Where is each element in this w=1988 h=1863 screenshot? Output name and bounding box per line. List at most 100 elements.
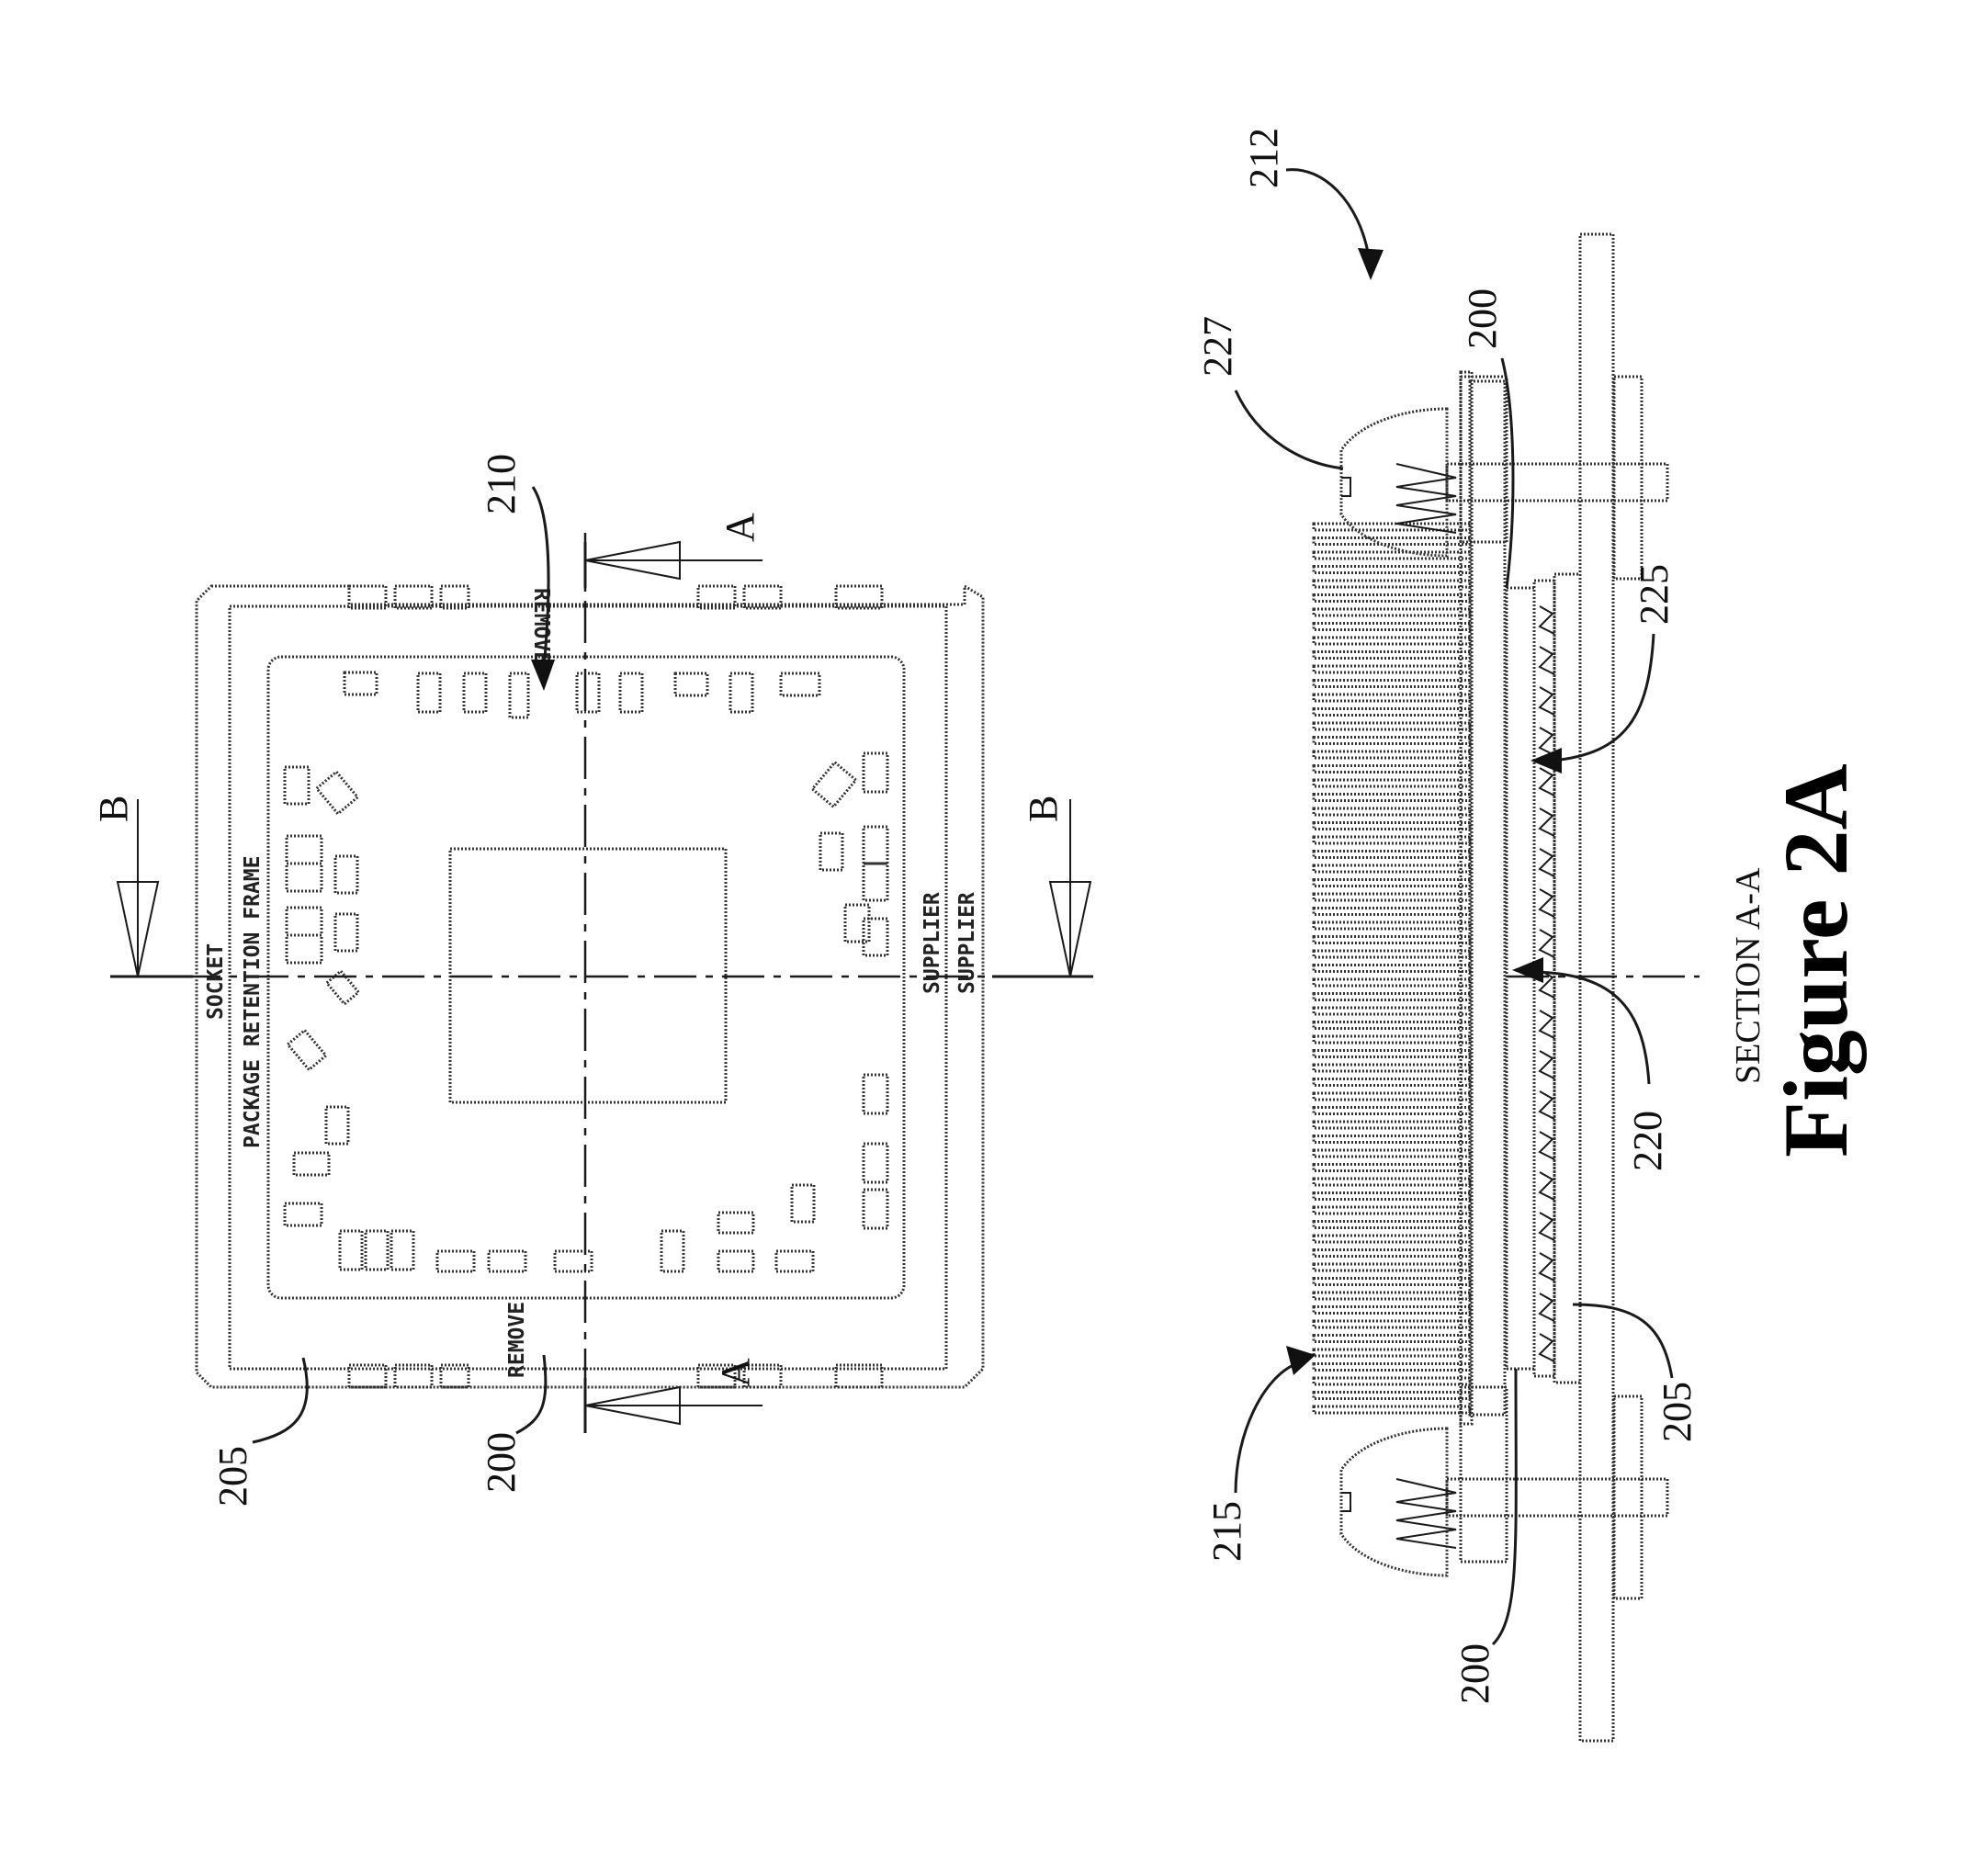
heat-sink-fin xyxy=(1312,679,1472,688)
heat-sink-fin xyxy=(1312,607,1472,617)
ref-210: 210 xyxy=(479,454,524,514)
heat-sink-fin xyxy=(1312,750,1472,760)
heat-sink-fin xyxy=(1312,1191,1472,1201)
figure-title: Figure 2A xyxy=(1765,763,1867,1157)
heat-sink-fin xyxy=(1312,1021,1472,1030)
section-a-a-view: 212 227 200 225 220 205 215 200 xyxy=(1195,128,1700,1743)
section-marker-b-right: B xyxy=(1021,796,1066,822)
section-marker-a-bottom: A xyxy=(713,1358,758,1387)
heat-sink-fin xyxy=(1312,807,1472,817)
heat-sink-fin xyxy=(1312,707,1472,717)
socket-contact xyxy=(1538,848,1555,877)
text-socket: SOCKET xyxy=(204,943,228,1020)
text-supplier-1: SUPPLIER xyxy=(921,892,944,994)
ref-200-section-top: 200 xyxy=(1460,288,1505,349)
heat-sink-fin xyxy=(1312,1305,1472,1315)
heat-sink-fin xyxy=(1312,1063,1472,1073)
socket-top-view: A A B B SOCKET PACKAGE RETENTION FRAME S… xyxy=(91,454,1093,1507)
heat-sink-fin xyxy=(1312,622,1472,631)
ref-225: 225 xyxy=(1632,564,1677,625)
leader-225 xyxy=(1552,633,1655,762)
heat-sink-fin xyxy=(1312,1262,1472,1272)
passive-components xyxy=(283,671,889,1273)
heat-sink-fin xyxy=(1312,764,1472,773)
leader-200-section-bottom xyxy=(1491,1368,1518,1646)
heat-sink-fin xyxy=(1312,992,1472,1001)
heat-sink-fin xyxy=(1312,1034,1472,1044)
heat-sink-fin xyxy=(1312,850,1472,859)
frame-notches xyxy=(347,584,884,1389)
heat-sink-fin xyxy=(1312,1405,1472,1415)
socket-contact xyxy=(1538,1293,1555,1322)
heat-sink-fin xyxy=(1312,835,1472,845)
socket-contact xyxy=(1538,807,1555,837)
ref-215: 215 xyxy=(1204,1501,1249,1562)
heat-sink-fin xyxy=(1312,935,1472,944)
retention-plate xyxy=(1459,370,1474,1426)
socket-contact xyxy=(1538,1050,1555,1079)
leader-205-section xyxy=(1572,1303,1674,1379)
heat-sink-fin xyxy=(1312,1120,1472,1130)
socket-contact xyxy=(1538,646,1555,675)
heat-sink-fin xyxy=(1312,1376,1472,1386)
text-package-retention-frame: PACKAGE RETENTION FRAME xyxy=(241,856,265,1149)
socket-contact xyxy=(1538,1171,1555,1201)
heat-sink-fin xyxy=(1312,1391,1472,1400)
heat-sink-fin xyxy=(1312,1234,1472,1244)
socket-contact xyxy=(1538,767,1555,796)
leader-220 xyxy=(1533,970,1651,1085)
section-label: SECTION A-A xyxy=(1729,867,1768,1084)
heat-sink-fin xyxy=(1312,793,1472,802)
heat-sink-fin xyxy=(1312,650,1472,660)
heat-sink-fin xyxy=(1312,977,1472,988)
package-lid xyxy=(1505,586,1536,1371)
heat-sink-fin xyxy=(1312,1362,1472,1372)
heat-sink-fin xyxy=(1312,1106,1472,1115)
section-marker-a-top: A xyxy=(717,513,762,542)
heat-sink-base xyxy=(1468,379,1507,1417)
heat-sink-fin xyxy=(1312,1291,1472,1301)
heat-sink-fin xyxy=(1312,964,1472,973)
leader-200-section-top xyxy=(1500,357,1515,589)
section-marker-b-left: B xyxy=(91,796,136,822)
heat-sink-fin xyxy=(1312,1091,1472,1101)
ref-200-top-view: 200 xyxy=(479,1432,524,1493)
motherboard xyxy=(1578,232,1615,1743)
leader-210 xyxy=(531,486,550,670)
heat-sink-fin xyxy=(1312,1163,1472,1172)
leader-227 xyxy=(1234,390,1344,470)
ref-227: 227 xyxy=(1195,316,1240,377)
heat-sink-fin xyxy=(1312,1334,1472,1343)
heat-sink-fin xyxy=(1312,664,1472,674)
heat-sink-fin xyxy=(1312,878,1472,887)
heat-sink-fin xyxy=(1312,907,1472,916)
socket-contact xyxy=(1538,1333,1555,1362)
section-cut-lines xyxy=(110,540,1093,1433)
heat-sink-fin xyxy=(1312,1148,1472,1158)
ref-205-section: 205 xyxy=(1655,1382,1700,1442)
heat-sink-fin xyxy=(1312,593,1472,603)
heat-sink-fin xyxy=(1312,949,1472,959)
socket-contact xyxy=(1538,1212,1555,1241)
heat-sink-fin xyxy=(1312,1049,1472,1058)
socket-contact xyxy=(1538,686,1555,716)
heat-sink-fin xyxy=(1312,736,1472,745)
socket-inner-frame xyxy=(228,604,948,1371)
heat-sink-fin xyxy=(1312,864,1472,874)
heat-sink-fin xyxy=(1312,1248,1472,1258)
socket-contact xyxy=(1538,727,1555,756)
socket-contact xyxy=(1538,1010,1555,1039)
heat-sink-fin xyxy=(1312,1348,1472,1358)
heat-sink-fins xyxy=(1312,522,1472,1415)
heat-sink-fin xyxy=(1312,522,1472,532)
socket-contact xyxy=(1538,1090,1555,1120)
heat-sink-fin xyxy=(1312,565,1472,574)
heat-sink-fin xyxy=(1312,1078,1472,1087)
text-supplier-2: SUPPLIER xyxy=(955,892,979,994)
heat-sink-fin xyxy=(1312,1220,1472,1229)
socket-contact xyxy=(1538,605,1555,635)
heat-sink-fin xyxy=(1312,892,1472,902)
heat-sink-fin xyxy=(1312,778,1472,788)
heat-sink-fin xyxy=(1312,1277,1472,1286)
